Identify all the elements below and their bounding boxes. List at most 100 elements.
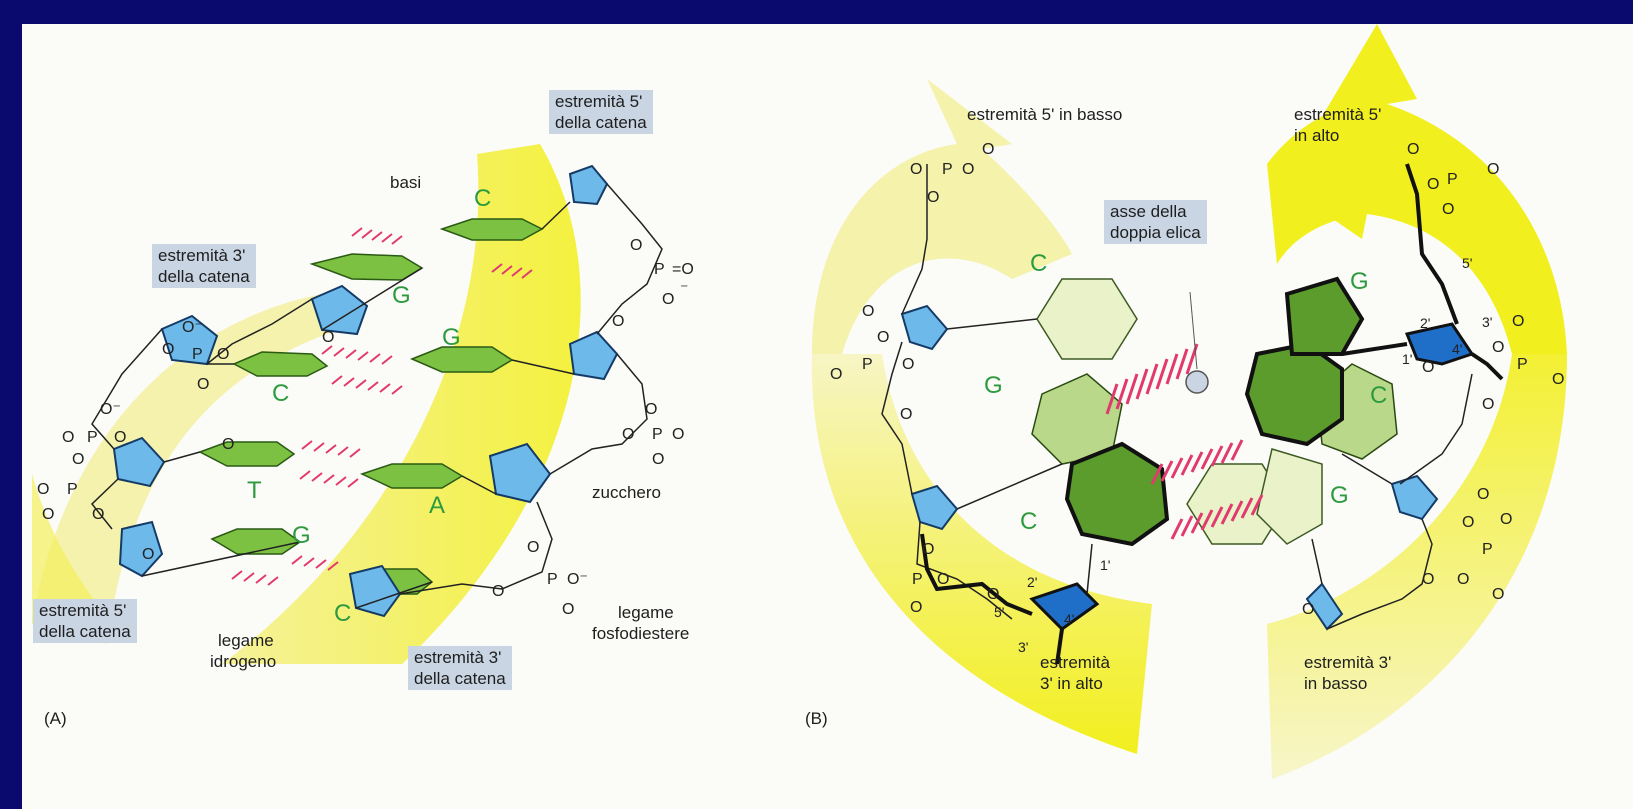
svg-text:4': 4'	[1452, 341, 1462, 357]
svg-text:O: O	[1552, 371, 1564, 388]
svg-text:O: O	[862, 303, 874, 320]
base-letter: G	[984, 372, 1003, 399]
base-letter: C	[1370, 382, 1388, 409]
svg-text:O: O	[62, 429, 74, 446]
backbone-ribbon-left-lower	[32, 474, 112, 624]
svg-text:O: O	[652, 451, 664, 468]
hydrogen-bonds-panel-a	[231, 227, 533, 586]
svg-text:O: O	[1492, 339, 1504, 356]
base-letter: A	[429, 492, 446, 519]
left-arrow-upper	[812, 79, 1072, 354]
label-hydrogen-bond: legame idrogeno	[210, 630, 276, 672]
label-line: della catena	[555, 113, 647, 132]
label-line: estremità 3'	[414, 648, 502, 667]
backbone-ribbon-right	[222, 144, 581, 664]
label-five-prime-up: estremità 5' in alto	[1294, 104, 1381, 146]
svg-text:3': 3'	[1482, 314, 1492, 330]
svg-text:O: O	[114, 429, 126, 446]
svg-text:1': 1'	[1100, 557, 1110, 573]
sugars-panel-a	[112, 164, 619, 618]
svg-text:P: P	[1482, 541, 1493, 558]
label-line: fosfodiestere	[592, 624, 690, 643]
base-letter: C	[272, 380, 290, 407]
svg-text:O: O	[1422, 571, 1434, 588]
svg-text:P: P	[67, 481, 78, 498]
label-line: idrogeno	[210, 652, 277, 671]
label-line: asse della	[1110, 202, 1187, 221]
label-three-prime-up: estremità 3' in alto	[1040, 652, 1110, 694]
svg-text:P: P	[192, 346, 203, 363]
right-arrow-upper-shaft	[1267, 99, 1377, 264]
svg-text:O: O	[92, 506, 104, 523]
label-line: in alto	[1294, 126, 1340, 145]
svg-text:O: O	[222, 436, 234, 453]
dark-bases-panel-b	[1064, 276, 1365, 547]
svg-text:O: O	[900, 406, 912, 423]
label-helix-axis: asse della doppia elica	[1104, 200, 1207, 244]
base-letter: C	[1020, 508, 1038, 535]
svg-text:O: O	[217, 346, 229, 363]
svg-text:P: P	[862, 356, 873, 373]
svg-text:2': 2'	[1420, 315, 1430, 331]
label-three-prime-end-bottom: estremità 3' della catena	[408, 646, 512, 690]
helix-axis-marker	[1185, 370, 1209, 394]
base-letter: C	[474, 185, 492, 212]
label-bases: basi	[390, 173, 422, 192]
label-line: estremità 5'	[555, 92, 643, 111]
svg-text:O: O	[162, 341, 174, 358]
svg-text:O: O	[1487, 161, 1499, 178]
svg-text:O: O	[562, 601, 574, 618]
base-letter: G	[442, 324, 461, 351]
svg-text:O: O	[1462, 514, 1474, 531]
label-five-prime-end-bottom: estremità 5' della catena	[33, 599, 137, 643]
label-line: in basso	[1304, 674, 1368, 693]
base-letter: G	[1330, 482, 1349, 509]
svg-text:O: O	[1407, 141, 1419, 158]
svg-text:O: O	[1492, 586, 1504, 603]
thick-bonds-panel-b	[920, 163, 1504, 665]
label-five-prime-end-top: estremità 5' della catena	[549, 90, 653, 134]
label-three-prime-down: estremità 3' in basso	[1304, 652, 1391, 694]
svg-text:P: P	[87, 429, 98, 446]
svg-text:O: O	[622, 426, 634, 443]
base-letter: G	[392, 282, 411, 309]
label-line: estremità 5'	[39, 601, 127, 620]
base-letter: T	[247, 477, 262, 504]
svg-text:O: O	[1477, 486, 1489, 503]
svg-text:O: O	[962, 161, 974, 178]
svg-text:P: P	[1517, 356, 1528, 373]
label-line: estremità 3'	[158, 246, 246, 265]
label-line: della catena	[158, 267, 250, 286]
label-sugar: zucchero	[592, 483, 661, 502]
label-line: della catena	[414, 669, 506, 688]
svg-text:O: O	[927, 189, 939, 206]
svg-text:5': 5'	[994, 604, 1004, 620]
bases-panel-a	[198, 218, 544, 595]
svg-text:5': 5'	[1462, 255, 1472, 271]
svg-text:O: O	[982, 141, 994, 158]
svg-text:O: O	[72, 451, 84, 468]
svg-text:O: O	[1512, 313, 1524, 330]
label-line: 3' in alto	[1040, 674, 1103, 693]
svg-text:P: P	[912, 571, 923, 588]
svg-text:O: O	[830, 366, 842, 383]
svg-text:3': 3'	[1018, 639, 1028, 655]
svg-text:O: O	[492, 583, 504, 600]
svg-text:=O: =O	[672, 261, 694, 278]
svg-text:O⁻: O⁻	[182, 319, 203, 336]
svg-text:O: O	[197, 376, 209, 393]
svg-text:P: P	[942, 161, 953, 178]
svg-text:P: P	[654, 261, 665, 278]
svg-text:O: O	[902, 356, 914, 373]
panel-b-letter: (B)	[805, 709, 828, 728]
svg-text:O: O	[1457, 571, 1469, 588]
svg-text:O: O	[662, 291, 674, 308]
svg-text:O: O	[1422, 359, 1434, 376]
svg-text:P: P	[547, 571, 558, 588]
dark-sugars-panel-b	[1029, 322, 1475, 631]
svg-text:O: O	[1427, 176, 1439, 193]
svg-text:O: O	[1500, 511, 1512, 528]
label-line: legame	[618, 603, 674, 622]
